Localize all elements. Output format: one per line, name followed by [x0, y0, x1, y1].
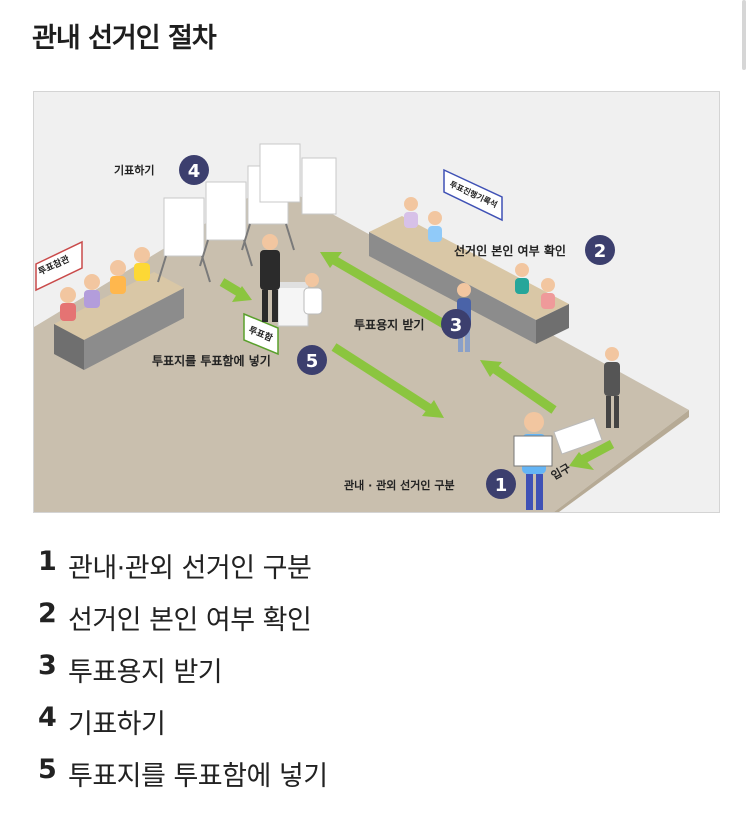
ballot-box-sign: 투표함 — [243, 312, 279, 356]
callout-4-number: 4 — [188, 161, 201, 182]
step-number: 1 — [38, 546, 57, 577]
step-text: 기표하기 — [68, 709, 166, 740]
step-text: 관내·관외 선거인 구분 — [68, 553, 312, 584]
callout-5-number: 5 — [306, 351, 319, 372]
callout-5: 투표지를 투표함에 넣기 5 — [152, 345, 327, 375]
list-item: 1 관내·관외 선거인 구분 — [38, 546, 328, 598]
step-text: 투표용지 받기 — [68, 657, 223, 688]
callout-3: 투표용지 받기 3 — [354, 309, 471, 339]
page-title: 관내 선거인 절차 — [32, 23, 217, 54]
voting-procedure-illustration: 투표참관 투표진행기록석 — [33, 91, 720, 513]
callout-2-label: 선거인 본인 여부 확인 — [454, 243, 566, 258]
callout-5-label: 투표지를 투표함에 넣기 — [152, 353, 271, 368]
staff-standing — [260, 234, 323, 322]
callout-2: 선거인 본인 여부 확인 2 — [454, 235, 615, 265]
callout-4: 기표하기 4 — [114, 155, 209, 185]
progress-sign: 투표진행기록석 — [443, 168, 503, 222]
step-number: 4 — [38, 702, 57, 733]
step-number: 3 — [38, 650, 57, 681]
callout-3-number: 3 — [450, 315, 463, 336]
list-item: 4 기표하기 — [38, 702, 328, 754]
list-item: 5 투표지를 투표함에 넣기 — [38, 754, 328, 806]
callout-1: 관내 · 관외 선거인 구분 1 — [344, 469, 516, 499]
scrollbar[interactable] — [742, 0, 746, 70]
flow-arrows — [219, 252, 615, 470]
step-number: 2 — [38, 598, 57, 629]
guard-person — [604, 347, 620, 428]
list-item: 3 투표용지 받기 — [38, 650, 328, 702]
step-number: 5 — [38, 754, 57, 785]
callout-3-label: 투표용지 받기 — [354, 317, 424, 332]
check-table-sign: 투표참관 — [35, 240, 83, 292]
voting-booths — [157, 143, 337, 283]
callout-1-number: 1 — [495, 475, 508, 496]
step-text: 투표지를 투표함에 넣기 — [68, 761, 328, 792]
callout-2-number: 2 — [594, 241, 607, 262]
steps-list: 1 관내·관외 선거인 구분 2 선거인 본인 여부 확인 3 투표용지 받기 … — [38, 546, 328, 806]
check-table — [54, 247, 184, 370]
step-text: 선거인 본인 여부 확인 — [68, 605, 312, 636]
floor — [34, 182, 689, 512]
list-item: 2 선거인 본인 여부 확인 — [38, 598, 328, 650]
entrance-person — [513, 412, 553, 510]
callout-4-label: 기표하기 — [114, 163, 154, 177]
callout-1-label: 관내 · 관외 선거인 구분 — [344, 478, 455, 492]
